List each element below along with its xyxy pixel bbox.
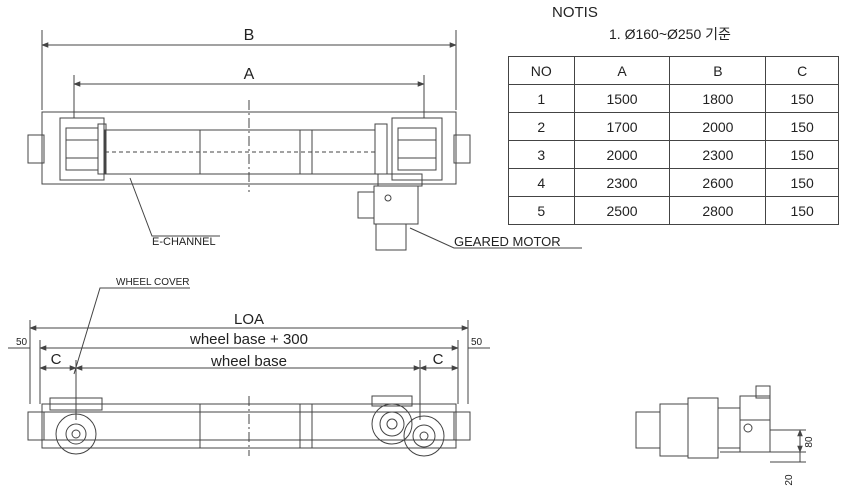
e-channel-leader	[129, 177, 220, 237]
table-row: 3 2000 2300 150	[508, 140, 839, 169]
table-cell: 150	[765, 196, 839, 225]
front-left-wheel	[49, 397, 103, 455]
table-cell: 1800	[669, 84, 767, 113]
dimension-loa-label: LOA	[234, 311, 264, 328]
table-cell: 150	[765, 140, 839, 169]
table-row: 1 1500 1800 150	[508, 84, 839, 113]
table-cell: 2800	[669, 196, 767, 225]
table-header-cell: NO	[508, 56, 575, 85]
e-channel-label: E-CHANNEL	[152, 236, 216, 248]
table-cell: 1500	[573, 84, 671, 113]
dimension-a-line	[73, 75, 425, 118]
wheel-cover-leader	[73, 287, 190, 375]
dimension-c-right: C	[433, 351, 444, 368]
dimension-wb-label: wheel base	[210, 353, 287, 370]
dimension-b-label: B	[244, 27, 255, 44]
table-row: 5 2500 2800 150	[508, 196, 839, 225]
dimension-80-label: 80	[804, 436, 815, 448]
table-cell: 2600	[669, 168, 767, 197]
geared-motor	[357, 173, 423, 251]
table-cell: 150	[765, 112, 839, 141]
table-cell: 2000	[669, 112, 767, 141]
front-right-gear	[371, 395, 413, 445]
table-header-cell: B	[669, 56, 767, 85]
dimension-50-left: 50	[16, 337, 28, 348]
geared-motor-label: GEARED MOTOR	[454, 234, 561, 249]
dimension-a-label: A	[244, 66, 255, 83]
dimension-20-label: 20	[784, 474, 795, 486]
table-cell: 3	[508, 140, 575, 169]
table-cell: 2300	[573, 168, 671, 197]
top-right-wheel	[374, 117, 471, 181]
frame-outline	[41, 111, 457, 185]
table-row: 4 2300 2600 150	[508, 168, 839, 197]
table-cell: 150	[765, 168, 839, 197]
side-view: 80 20	[635, 385, 815, 486]
table-cell: 2000	[573, 140, 671, 169]
table-cell: 150	[765, 84, 839, 113]
table-cell: 2500	[573, 196, 671, 225]
notes-line: 1. Ø160~Ø250 기준	[609, 26, 731, 42]
geared-motor-leader	[409, 227, 582, 249]
dimension-50-right: 50	[471, 337, 483, 348]
dimension-wb-plus-label: wheel base + 300	[189, 331, 308, 348]
table-cell: 5	[508, 196, 575, 225]
dimension-c-left: C	[51, 351, 62, 368]
table-row: 2 1700 2000 150	[508, 112, 839, 141]
dimension-table: NO A B C 1 1500 1800 150 2 1700 2000 150…	[508, 56, 839, 225]
notes-title: NOTIS	[552, 4, 598, 21]
table-cell: 2	[508, 112, 575, 141]
top-left-wheel	[27, 117, 107, 181]
table-cell: 1	[508, 84, 575, 113]
dimension-b-line	[41, 30, 457, 110]
wheel-cover-label: WHEEL COVER	[116, 277, 190, 288]
table-cell: 4	[508, 168, 575, 197]
table-header-cell: C	[765, 56, 839, 85]
top-view: B A	[27, 27, 582, 251]
table-header-cell: A	[573, 56, 671, 85]
table-cell: 2300	[669, 140, 767, 169]
table-header-row: NO A B C	[508, 56, 839, 85]
front-right-wheel	[403, 415, 445, 457]
front-view: WHEEL COVER LOA wheel base + 300 50 50 w…	[8, 277, 490, 457]
table-cell: 1700	[573, 112, 671, 141]
